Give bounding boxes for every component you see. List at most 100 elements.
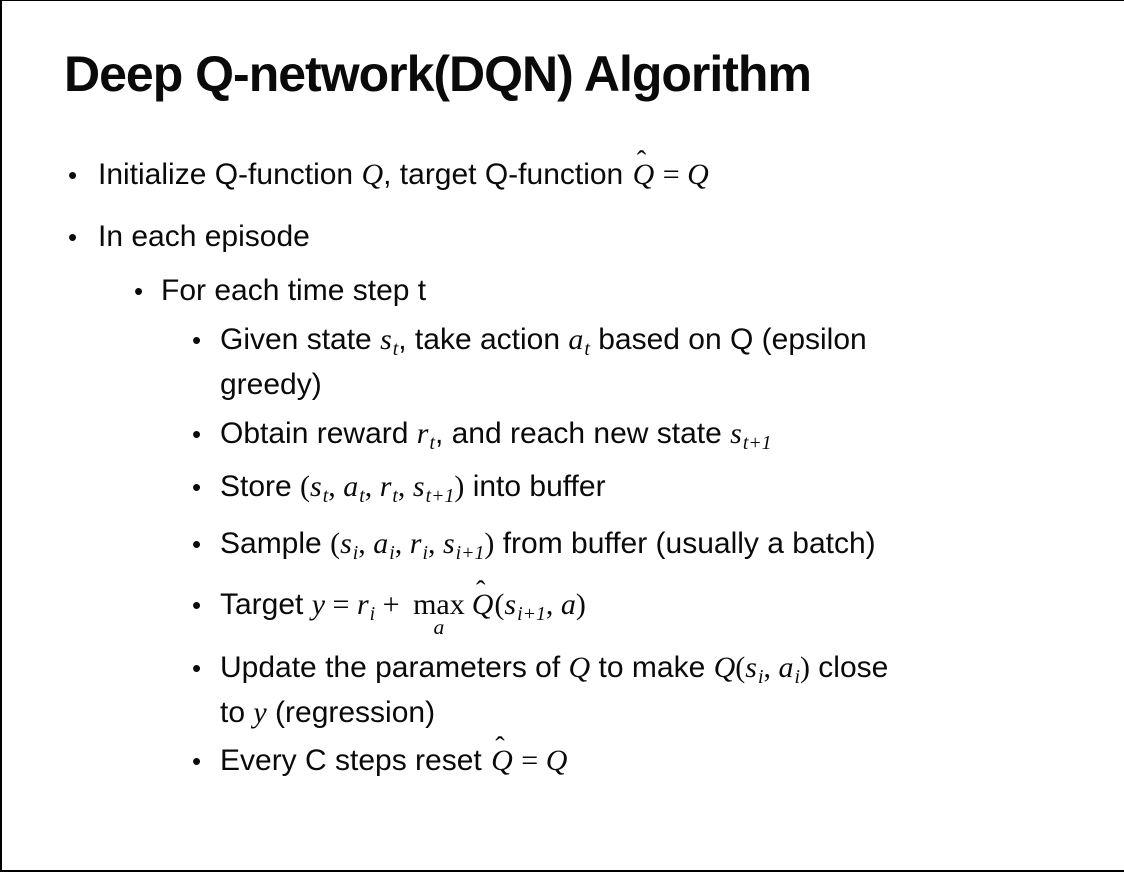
hat-accent: ˆ [495,732,505,764]
text-run: into buffer [464,470,606,503]
math-variable: Q [687,158,709,191]
math-subscript: t [392,484,398,507]
math-subscript: i [422,541,428,564]
text-run: , take action [398,323,569,356]
bullet-item: • Sample (si, ai, ri, si+1) from buffer (… [2,523,1124,568]
bullet-item: •For each time step t [2,270,1124,312]
math-operator: ) [575,588,586,621]
math-subscript: i [369,602,376,625]
bullet-text: Store (st, at, rt, st+1) into buffer [220,466,606,511]
text-run: based on Q (epsilon [589,323,867,356]
text-run: In each episode [98,220,310,253]
math-variable-subscripted: si+1 [442,527,485,564]
math-variable: Q [568,651,591,684]
math-variable: Q [471,588,494,621]
text-run: , target Q-function [383,158,632,191]
bullet-list: •Initialize Q-function Q, target Q-funct… [2,146,1124,782]
math-variable-subscripted: si [340,527,359,564]
math-subscript: i [352,541,359,564]
math-operator: ( [300,470,311,503]
bullet-marker: • [192,746,202,776]
bullet-text: In each episode [98,216,310,258]
hat-accent: ˆ [475,576,486,608]
math-subscript: i+1 [517,602,546,625]
math-subscript: i [389,541,395,564]
math-variable: Q [545,744,568,777]
math-operator: , [427,527,443,560]
math-variable-subscripted: ri [356,588,376,625]
bullet-text: For each time step t [161,270,426,312]
math-subscript: t [322,484,329,507]
math-variable-subscripted: ri [409,527,428,564]
bullet-item: •Initialize Q-function Q, target Q-funct… [2,146,1124,196]
bullet-marker: • [192,472,202,502]
math-variable: Q [491,744,513,777]
math-subscript: t [392,337,399,360]
math-variable: Q [713,651,736,684]
bullet-text: Sample (si, ai, ri, si+1) from buffer (u… [220,523,876,568]
max-word: max [413,588,465,621]
math-variable-subscripted: st [380,323,399,360]
bullet-marker: • [68,222,78,252]
math-subscript: t+1 [425,484,455,507]
text-run: Store [220,470,301,503]
math-subscript: i [794,665,800,688]
bullet-text: Obtain reward rt, and reach new state st… [220,413,772,458]
bullet-text: Initialize Q-function Q, target Q-functi… [98,146,709,196]
text-run: Target [220,588,312,621]
math-operator: ( [735,651,746,684]
math-variable: a [560,588,576,621]
bullet-marker: • [192,419,202,449]
math-variable: y [311,588,326,621]
math-operator: ( [494,588,505,621]
math-subscript: t [429,431,435,454]
text-run: Sample [220,527,331,560]
math-subscript: t [359,484,365,507]
math-operator: + [375,588,408,621]
text-run: Initialize Q-function [98,158,362,191]
math-variable-subscripted: st+1 [730,417,772,454]
math-operator: = [325,588,357,621]
bullet-marker: • [192,590,202,620]
text-run: greedy) [220,368,322,401]
math-operator: ) [454,470,465,503]
bullet-item: •Given state st, take action at based on… [2,319,1124,406]
bullet-item: • In each episode [2,216,1124,258]
slide-title: Deep Q-network(DQN) Algorithm [64,46,812,102]
max-under-variable: a [433,614,445,639]
text-run: to make [590,651,714,684]
math-operator: , [394,527,410,560]
text-run: from buffer (usually a batch) [494,527,876,560]
math-variable-subscripted: ai [778,651,800,688]
math-operator: = [513,744,546,777]
text-run: Update the parameters of [220,651,569,684]
bullet-marker: • [192,529,202,559]
math-operator: , [358,527,374,560]
math-operator: ) [799,651,810,684]
math-operator: , [364,470,380,503]
bullet-text: Given state st, take action at based on … [220,319,867,406]
text-run: Given state [220,323,381,356]
math-variable-subscripted: st [310,470,329,507]
text-run: , and reach new state [434,417,731,450]
math-variable: Q [632,158,655,191]
math-operator: , [763,651,779,684]
math-variable: Q [361,158,384,191]
math-variable-subscripted: si [745,651,764,688]
math-subscript: i+1 [455,541,485,564]
math-operator: ( [330,527,341,560]
text-run: to [220,696,254,729]
hat-accent: ˆ [636,146,647,178]
math-operator: = [655,158,688,191]
math-subscript: t+1 [742,431,772,454]
math-operator: ) [484,527,495,560]
math-variable-subscripted: rt [416,417,435,454]
text-run: close [809,651,889,684]
